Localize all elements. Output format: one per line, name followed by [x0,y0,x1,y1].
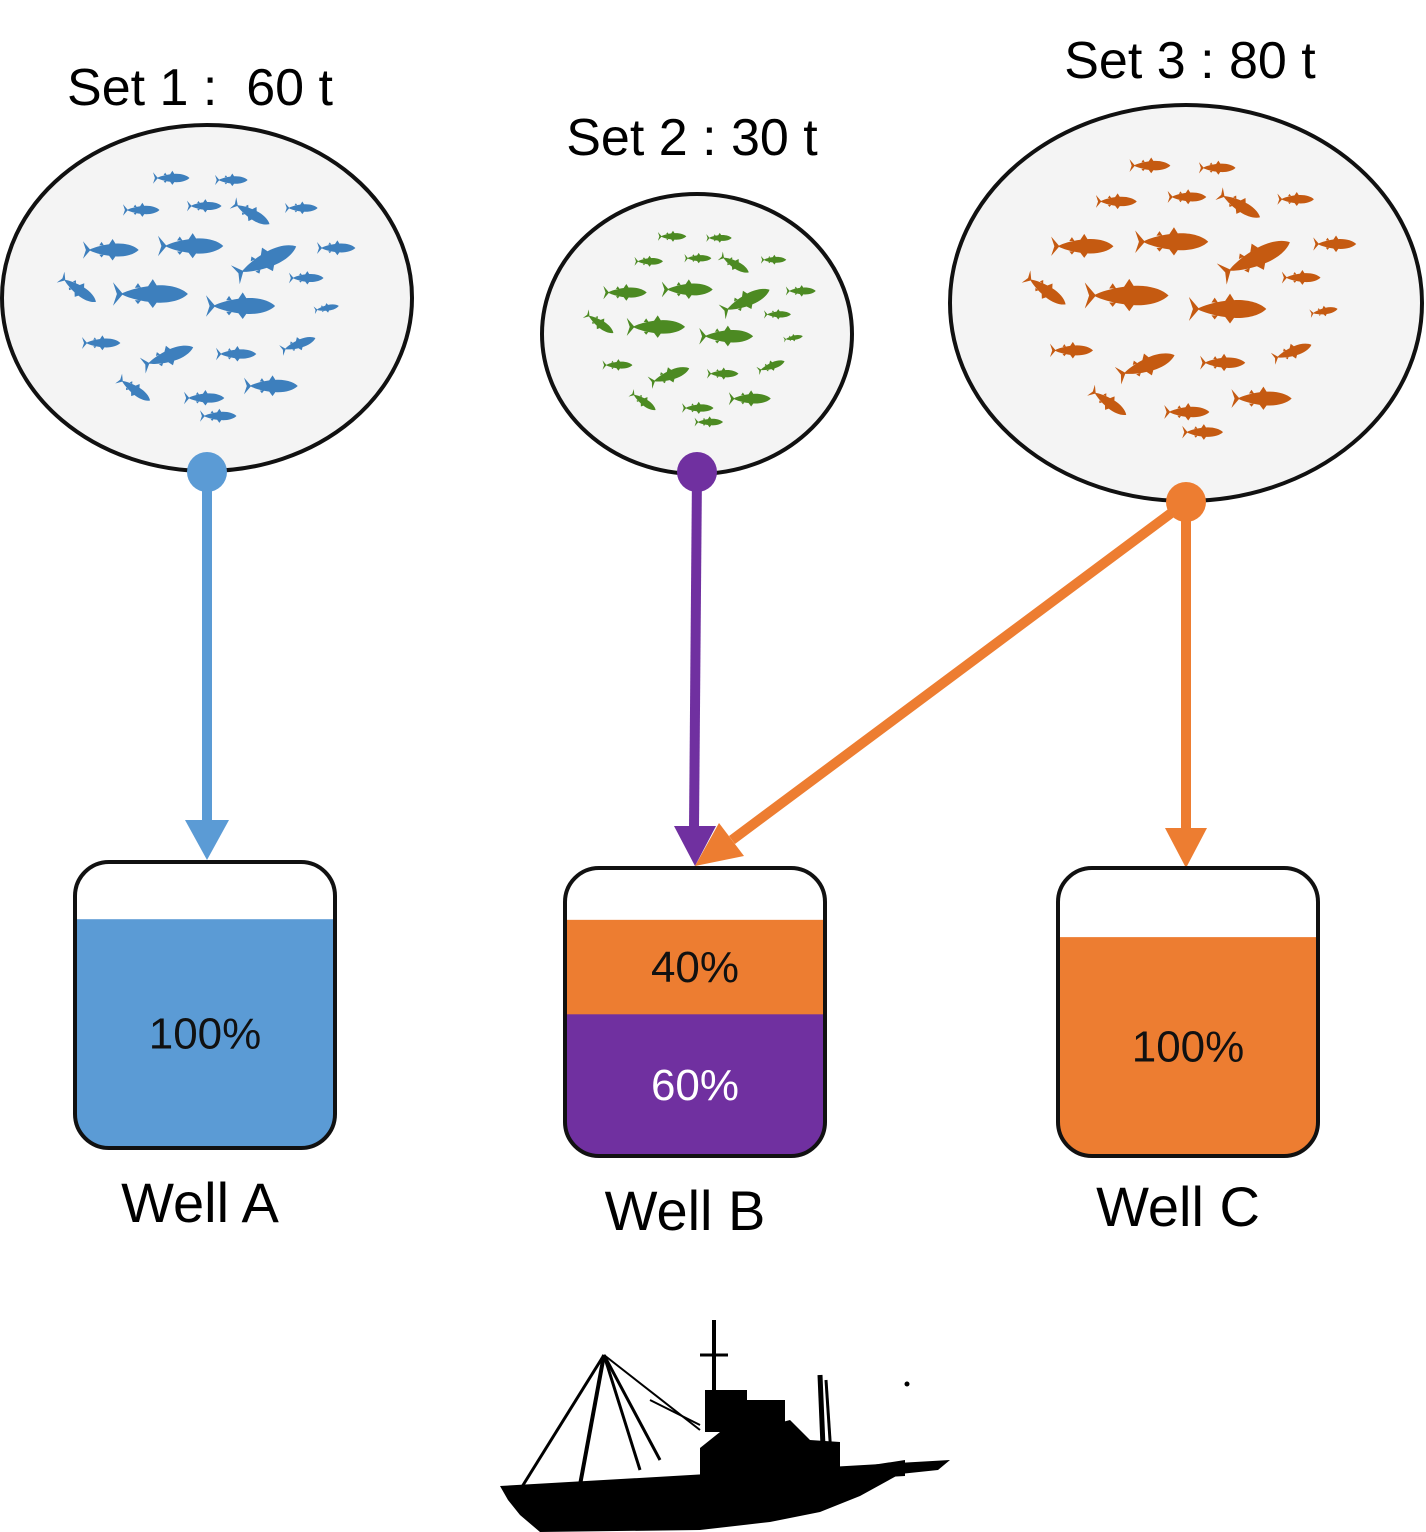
well-a: 100% [73,860,337,1150]
set-3-group: Set 3 : 80 t [948,32,1424,503]
well-percentage-label: 100% [1132,1023,1245,1072]
arrowhead-wellB-purple [674,826,716,866]
set-2-group: Set 2 : 30 t [540,109,854,476]
well-fill-segment [75,919,335,1148]
flow-set3-to-wellC [1165,502,1207,868]
well-percentage-label: 100% [149,1010,262,1059]
set-3-outlet-dot [1166,482,1206,522]
arrowhead-wellB-orange [695,823,744,866]
well-a-label: Well A [121,1171,279,1234]
set-1-group: Set 1 : 60 t [0,59,414,473]
arrowhead-wellA [185,820,229,860]
set-1-outlet-dot [187,452,227,492]
well-fill-segment [565,1014,825,1156]
fishing-boat-icon [500,1320,950,1532]
set-1-label: Set 1 : 60 t [67,59,333,117]
well-b-label: Well B [605,1179,766,1242]
well-fill-segment [1058,937,1318,1156]
well-percentage-label: 60% [651,1061,739,1110]
well-b: 40% 60% [563,866,827,1158]
arrowhead-wellC [1165,828,1207,868]
set-2-label: Set 2 : 30 t [566,109,818,167]
flow-set2-to-wellB [674,471,716,866]
well-outline [73,860,337,1150]
set-3-net-circle [948,103,1424,503]
flow-set1-to-wellA [185,472,229,860]
set-2-net-circle [540,192,854,476]
well-c-label: Well C [1096,1175,1260,1238]
flow-set3-to-wellB [695,497,1189,866]
well-percentage-label: 40% [651,943,739,992]
well-fill-segment [565,919,825,1015]
well-outline [1056,866,1320,1158]
well-outline [563,866,827,1158]
set-2-outlet-dot [677,452,717,492]
set-3-label: Set 3 : 80 t [1064,32,1316,90]
well-c: 100% [1056,866,1320,1158]
